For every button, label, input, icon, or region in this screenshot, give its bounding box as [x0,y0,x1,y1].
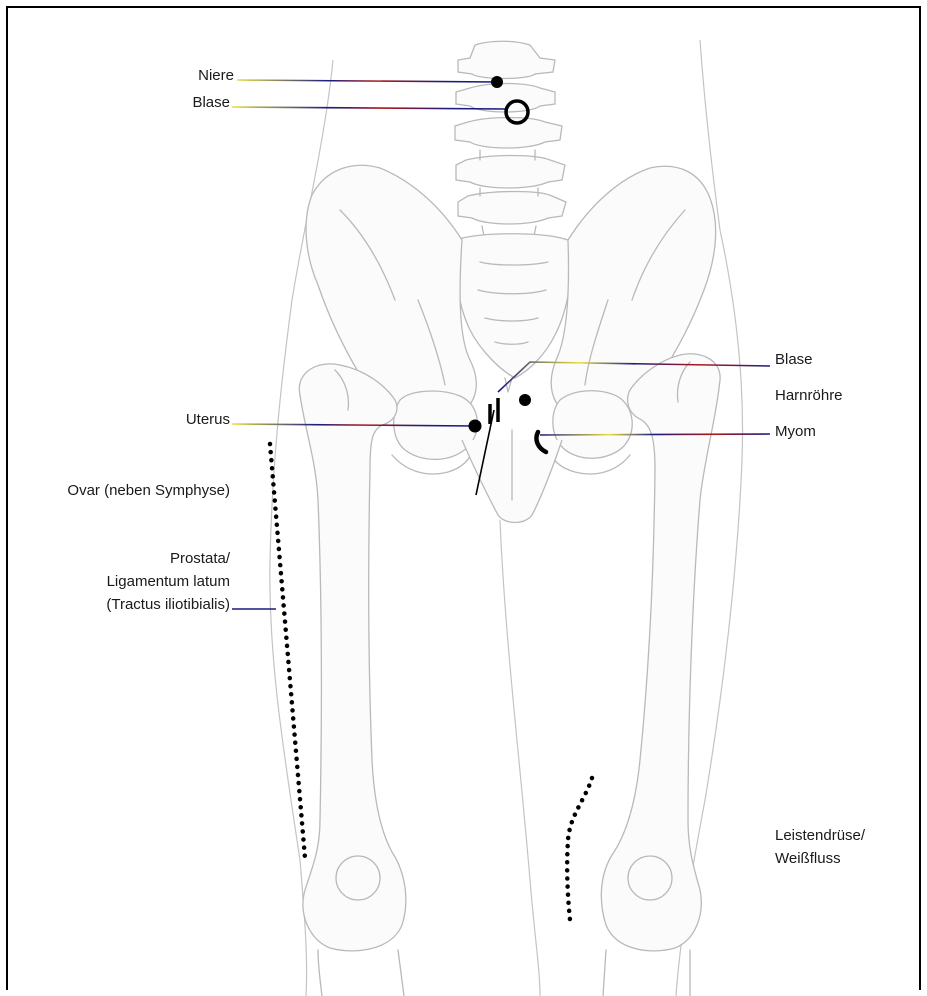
label-ovar: Ovar (neben Symphyse) [67,482,230,499]
label-blase-right: Blase [775,351,813,368]
label-leisten-line2: Weißfluss [775,850,841,867]
uterus-marker [469,420,482,433]
label-leisten-line1: Leistendrüse/ [775,827,866,844]
prostata-dotted-marker [270,444,305,858]
leader-niere [237,80,497,82]
label-harnroehre: Harnröhre [775,387,843,404]
label-prostata-line2: Ligamentum latum [107,573,230,590]
pubic-symphysis [462,430,562,523]
left-femur [299,364,406,996]
label-myom: Myom [775,423,816,440]
leader-myom [540,434,770,435]
label-niere: Niere [198,67,234,84]
niere-marker [491,76,503,88]
leader-blase-top [232,107,506,109]
spine [455,41,566,236]
leisten-dotted-marker [567,778,592,920]
label-uterus: Uterus [186,411,230,428]
harnroehre-marker [519,394,531,406]
labels: Niere Blase Uterus Ovar (neben Symphyse)… [67,67,865,867]
label-prostata-line1: Prostata/ [170,550,231,567]
label-blase-top: Blase [192,94,230,111]
label-prostata-line3: (Tractus iliotibialis) [106,596,230,613]
